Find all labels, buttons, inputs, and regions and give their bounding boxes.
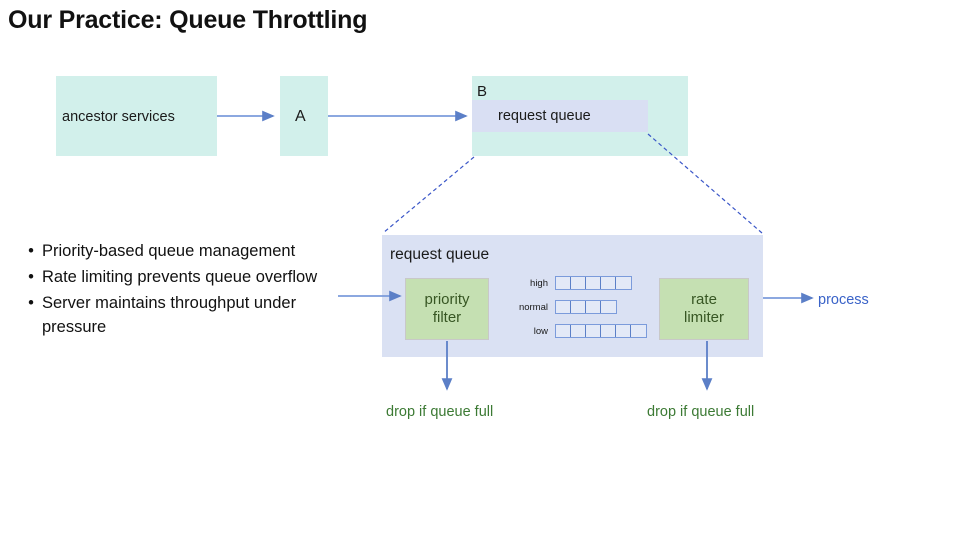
list-item: • Server maintains throughput under pres…	[20, 292, 350, 340]
page-title: Our Practice: Queue Throttling	[8, 6, 368, 34]
queue-cell	[571, 277, 586, 289]
queue-cells-low	[555, 324, 647, 338]
queue-cell	[601, 301, 616, 313]
bullet-dot-icon: •	[28, 293, 34, 312]
bullet-text: Priority-based queue management	[42, 242, 296, 260]
queue-cell	[601, 325, 616, 337]
priority-filter-line2: filter	[432, 309, 462, 326]
queue-cells-high	[555, 276, 632, 290]
queue-cell	[586, 325, 601, 337]
bullet-dot-icon: •	[28, 242, 34, 260]
zoom-line-left	[382, 156, 475, 234]
priority-filter-line1: priority	[424, 290, 470, 308]
service-b-label: B	[477, 83, 488, 100]
bullet-list: • Priority-based queue management • Rate…	[20, 240, 350, 342]
queue-row-label: high	[530, 277, 548, 289]
ancestor-services-box[interactable]	[56, 76, 217, 156]
priority-filter-box[interactable]: priority filter	[405, 278, 489, 340]
list-item: • Rate limiting prevents queue overflow	[20, 266, 350, 290]
queue-cells-normal	[555, 300, 617, 314]
bullet-text: Server maintains throughput under pressu…	[42, 293, 297, 336]
queue-cell	[616, 325, 631, 337]
queue-row-label: low	[533, 325, 548, 337]
queue-cell	[556, 277, 571, 289]
queue-row-normal: normal	[508, 300, 617, 314]
queue-row-label: normal	[518, 301, 548, 313]
queue-cell	[571, 301, 586, 313]
rate-limiter-box[interactable]: rate limiter	[659, 278, 749, 340]
ancestor-services-label: ancestor services	[62, 109, 175, 125]
queue-cell	[601, 277, 616, 289]
queue-cell	[571, 325, 586, 337]
rate-limiter-line1: rate	[691, 290, 717, 308]
queue-row-low: low	[508, 324, 647, 338]
detail-panel-title: request queue	[390, 246, 490, 263]
service-a-box[interactable]	[280, 76, 328, 156]
queue-cell	[616, 277, 631, 289]
queue-cell	[556, 301, 571, 313]
service-b-request-queue-box[interactable]	[472, 100, 648, 132]
queue-cell	[586, 301, 601, 313]
service-a-label: A	[295, 108, 306, 125]
queue-cell	[556, 325, 571, 337]
bullet-dot-icon: •	[28, 267, 34, 286]
rate-limiter-line2: limiter	[684, 309, 724, 326]
queue-cell	[631, 325, 646, 337]
drop-note-left: drop if queue full	[386, 404, 494, 420]
queue-row-high: high	[508, 276, 632, 290]
queue-cell	[586, 277, 601, 289]
process-output-label: process	[818, 292, 869, 308]
drop-note-right: drop if queue full	[647, 404, 755, 420]
bullet-text: Rate limiting prevents queue overflow	[42, 267, 318, 286]
service-b-request-queue-label: request queue	[498, 108, 591, 124]
list-item: • Priority-based queue management	[20, 240, 350, 264]
